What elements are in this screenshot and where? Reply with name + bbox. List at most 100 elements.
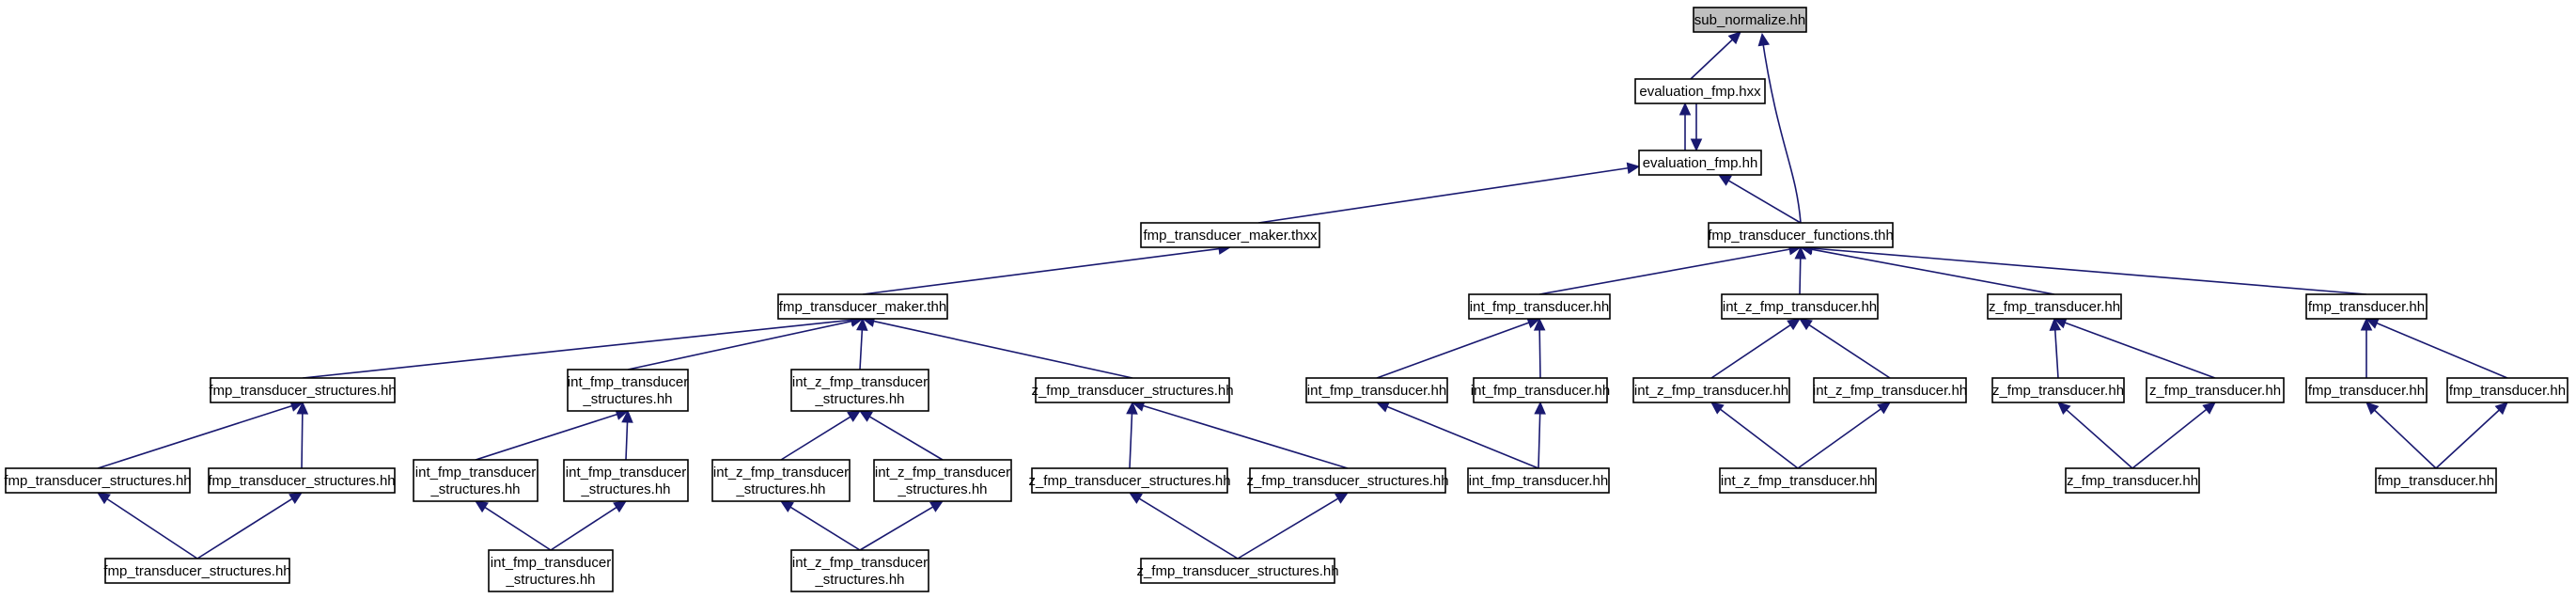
file-node[interactable]: z_fmp_transducer.hh [1991, 377, 2125, 403]
file-node[interactable]: z_fmp_transducer_structures.hh [1246, 467, 1449, 494]
file-node[interactable]: z_fmp_transducer_structures.hh [1031, 377, 1234, 403]
file-node[interactable]: z_fmp_transducer_structures.hh [1028, 467, 1231, 494]
node-box [413, 459, 539, 502]
edge-arrowhead [2202, 402, 2216, 415]
file-node[interactable]: int_fmp_transducer_structures.hh [413, 459, 539, 502]
file-node[interactable]: fmp_transducer_structures.hh [4, 467, 192, 494]
node-box [1638, 150, 1762, 176]
edge-arrowhead [1678, 102, 1692, 116]
edge-line [2131, 408, 2208, 469]
node-label: fmp_transducer.hh [2449, 383, 2566, 399]
file-node[interactable]: fmp_transducer.hh [2375, 467, 2497, 494]
file-node[interactable]: int_z_fmp_transducer.hh [1632, 377, 1790, 403]
file-node[interactable]: fmp_transducer.hh [2305, 377, 2428, 403]
node-box [1035, 377, 1230, 403]
file-node[interactable]: z_fmp_transducer_structures.hh [1136, 558, 1339, 584]
file-node[interactable]: int_z_fmp_transducer_structures.hh [873, 459, 1012, 502]
file-node[interactable]: int_z_fmp_transducer.hh [1813, 377, 1967, 403]
node-box [1987, 293, 2122, 320]
file-node[interactable]: evaluation_fmp.hh [1638, 150, 1762, 176]
node-box [2146, 377, 2285, 403]
file-node[interactable]: fmp_transducer_maker.thxx [1140, 222, 1320, 248]
file-node[interactable]: int_fmp_transducer.hh [1467, 467, 1610, 494]
dependency-edge [475, 408, 630, 461]
file-node[interactable]: int_z_fmp_transducer_structures.hh [711, 459, 851, 502]
file-node[interactable]: fmp_transducer_structures.hh [209, 377, 397, 403]
node-label: int_z_fmp_transducer [713, 465, 849, 481]
node-label: fmp_transducer.hh [2378, 473, 2494, 489]
edge-line [862, 247, 1220, 295]
file-node[interactable]: fmp_transducer_structures.hh [103, 558, 291, 584]
edge-line [1808, 323, 1891, 379]
file-node[interactable]: int_z_fmp_transducer_structures.hh [790, 549, 929, 592]
file-node[interactable]: z_fmp_transducer.hh [2065, 467, 2200, 494]
file-node[interactable]: z_fmp_transducer.hh [2146, 377, 2285, 403]
edge-line [1538, 413, 1541, 469]
edge-arrowhead [1798, 318, 1813, 331]
edge-arrowhead [929, 500, 945, 512]
dependency-edge [2049, 317, 2062, 379]
file-node[interactable]: fmp_transducer.hh [2305, 293, 2428, 320]
dependency-edge [1798, 318, 1891, 379]
edge-arrowhead [613, 500, 628, 513]
edge-arrowhead [779, 500, 794, 512]
file-node[interactable]: int_z_fmp_transducer.hh [1719, 467, 1877, 494]
file-node[interactable]: int_fmp_transducer_structures.hh [488, 549, 614, 592]
edge-arrowhead [858, 410, 873, 422]
edge-line [1129, 413, 1133, 469]
dependency-edge [2365, 318, 2508, 379]
node-box [1473, 377, 1608, 403]
root-file-node[interactable]: sub_normalize.hh [1693, 7, 1807, 33]
node-label: int_z_fmp_transducer.hh [1723, 299, 1877, 315]
node-box [1632, 377, 1790, 403]
file-node[interactable]: fmp_transducer_maker.thh [777, 293, 948, 320]
edge-line [1237, 497, 1339, 560]
edge-line [1538, 248, 1790, 295]
dependency-edge [780, 410, 862, 461]
node-box [1468, 293, 1611, 320]
dependency-edge [1538, 244, 1803, 295]
node-box [104, 558, 290, 584]
file-node[interactable]: int_fmp_transducer.hh [1468, 293, 1611, 320]
node-box [2305, 377, 2428, 403]
file-node[interactable]: int_z_fmp_transducer_structures.hh [790, 369, 929, 412]
node-box [2305, 293, 2428, 320]
edge-line [627, 320, 852, 370]
dependency-edge [1794, 245, 1807, 295]
file-node[interactable]: evaluation_fmp.hxx [1634, 78, 1766, 104]
file-node[interactable]: z_fmp_transducer.hh [1987, 293, 2122, 320]
dependency-edge [861, 315, 1133, 379]
edge-line [301, 413, 304, 469]
file-node[interactable]: fmp_transducer_functions.thh [1708, 222, 1894, 248]
node-box [567, 369, 689, 412]
dependency-edge [2435, 402, 2508, 469]
file-node[interactable]: fmp_transducer_structures.hh [208, 467, 396, 494]
file-node[interactable]: int_fmp_transducer_structures.hh [563, 459, 689, 502]
node-box [1467, 467, 1610, 494]
node-label: int_z_fmp_transducer [875, 465, 1010, 481]
node-label: fmp_transducer_maker.thh [779, 299, 946, 315]
node-label: _structures.hh [582, 391, 672, 407]
file-node[interactable]: fmp_transducer.hh [2446, 377, 2568, 403]
edge-arrowhead [1128, 492, 1143, 504]
dependency-edge [550, 500, 628, 551]
edge-arrowhead [1533, 317, 1546, 331]
node-label: sub_normalize.hh [1694, 12, 1805, 28]
node-label: fmp_transducer_structures.hh [209, 383, 396, 399]
edge-line [1710, 324, 1791, 379]
node-label: z_fmp_transducer.hh [2067, 473, 2198, 489]
node-box [563, 459, 689, 502]
dependency-edge [1717, 174, 1802, 224]
dependency-edge [1799, 244, 2055, 295]
file-node[interactable]: int_z_fmp_transducer.hh [1721, 293, 1879, 320]
file-node[interactable]: int_fmp_transducer_structures.hh [567, 369, 689, 412]
edge-line [859, 329, 864, 370]
node-label: int_fmp_transducer.hh [1307, 383, 1446, 399]
edge-line [302, 319, 852, 379]
node-box [1721, 293, 1879, 320]
file-node[interactable]: int_fmp_transducer.hh [1471, 377, 1610, 403]
edge-line [1720, 408, 1799, 469]
file-node[interactable]: int_fmp_transducer.hh [1305, 377, 1448, 403]
edge-line [484, 506, 552, 551]
edge-line [868, 416, 944, 461]
